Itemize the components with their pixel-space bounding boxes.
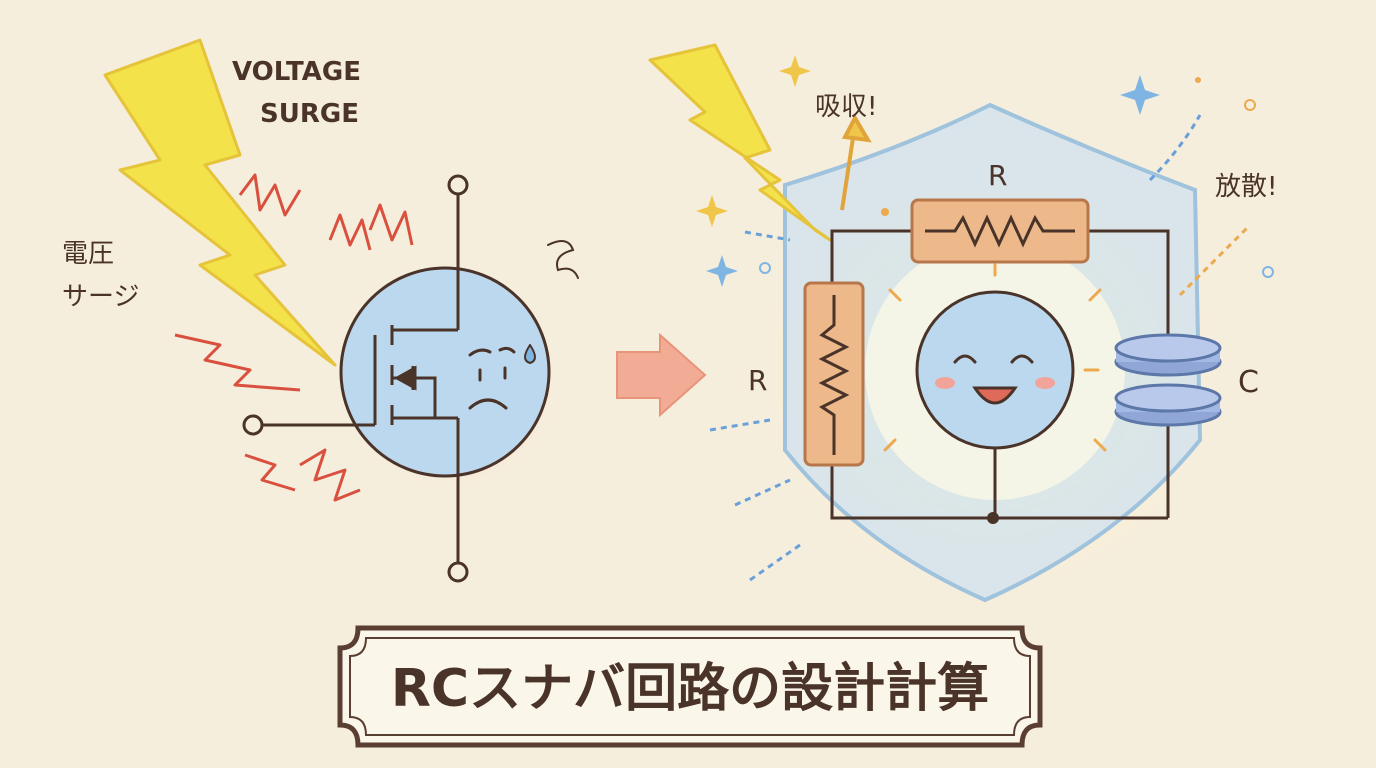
resistor-top-label: R <box>988 159 1007 192</box>
dissipate-label: 放散! <box>1215 172 1277 202</box>
surge-zigzags <box>174 173 414 502</box>
happy-face <box>935 354 1055 405</box>
mosfet-device <box>339 266 551 478</box>
happy-device <box>915 290 1075 450</box>
resistor-left <box>803 281 865 467</box>
capacitor-label: C <box>1238 365 1259 400</box>
capacitor <box>1114 333 1222 427</box>
transition-arrow <box>616 332 707 418</box>
source-terminal <box>447 561 469 583</box>
page-title: RCスナバ回路の設計計算 <box>391 659 989 719</box>
absorb-arrow <box>840 113 872 211</box>
dissipate-arrows <box>709 114 1252 582</box>
surge-label-jp-1: 電圧 <box>62 239 114 269</box>
absorb-label: 吸収! <box>815 92 877 122</box>
drain-terminal <box>447 174 469 196</box>
lightning-bolt-right <box>648 43 832 242</box>
surge-label-jp-2: サージ <box>62 282 139 312</box>
glow-rays <box>883 263 1107 452</box>
resistor-left-label: R <box>748 364 767 397</box>
worried-face <box>468 240 579 410</box>
surge-label-en-1: VOLTAGE <box>232 57 361 87</box>
surge-label-en-2: SURGE <box>260 99 359 129</box>
lightning-bolt-left <box>103 38 337 367</box>
gate-terminal <box>242 414 264 436</box>
sparkles <box>696 55 1274 287</box>
mosfet-symbol <box>262 195 460 562</box>
title-plaque <box>337 625 1043 748</box>
resistor-top <box>910 198 1090 264</box>
snubber-wires <box>830 229 1170 520</box>
junction-dot <box>987 512 999 524</box>
